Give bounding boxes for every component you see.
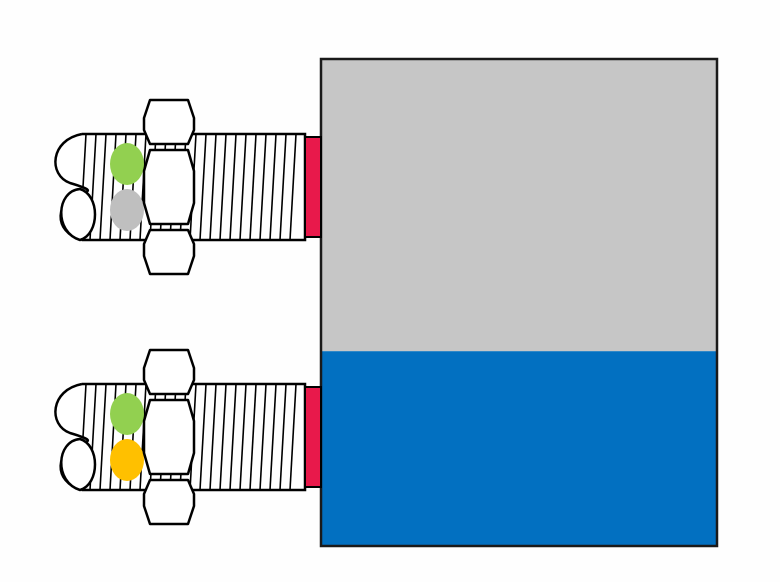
thread-line — [219, 383, 227, 491]
thread-line — [249, 133, 257, 241]
thread-line — [279, 133, 287, 241]
output-indicator — [110, 439, 144, 481]
nut-middle-facet — [142, 148, 196, 226]
sensing-face — [304, 136, 322, 238]
thread-line — [269, 383, 277, 491]
power-indicator — [110, 393, 144, 435]
thread-line — [239, 383, 247, 491]
thread-line — [289, 133, 297, 241]
thread-line — [199, 133, 207, 241]
thread-line — [269, 133, 277, 241]
upper-level-sensor — [54, 98, 322, 276]
thread-line — [199, 383, 207, 491]
tank-empty-region — [321, 59, 717, 352]
thread-line — [259, 133, 267, 241]
thread-line — [259, 383, 267, 491]
hex-nut — [142, 348, 196, 526]
thread-line — [209, 133, 217, 241]
lower-level-sensor — [54, 348, 322, 526]
nut-middle-facet — [142, 398, 196, 476]
tank-liquid — [321, 351, 717, 546]
thread-line — [99, 383, 107, 491]
nut-bottom-facet — [142, 228, 196, 276]
thread-line — [239, 133, 247, 241]
thread-line — [249, 383, 257, 491]
thread-line — [209, 383, 217, 491]
thread-line — [229, 383, 237, 491]
thread-line — [229, 133, 237, 241]
thread-line — [219, 133, 227, 241]
sensing-face — [304, 386, 322, 488]
thread-line — [289, 383, 297, 491]
thread-line — [279, 383, 287, 491]
tank — [319, 57, 719, 548]
break-line-lower — [60, 187, 97, 242]
output-indicator — [110, 189, 144, 231]
hex-nut — [142, 98, 196, 276]
tank-frame — [319, 57, 719, 548]
power-indicator — [110, 143, 144, 185]
nut-top-facet — [142, 348, 196, 396]
break-line-lower — [60, 437, 97, 492]
thread-line — [99, 133, 107, 241]
nut-top-facet — [142, 98, 196, 146]
nut-bottom-facet — [142, 478, 196, 526]
